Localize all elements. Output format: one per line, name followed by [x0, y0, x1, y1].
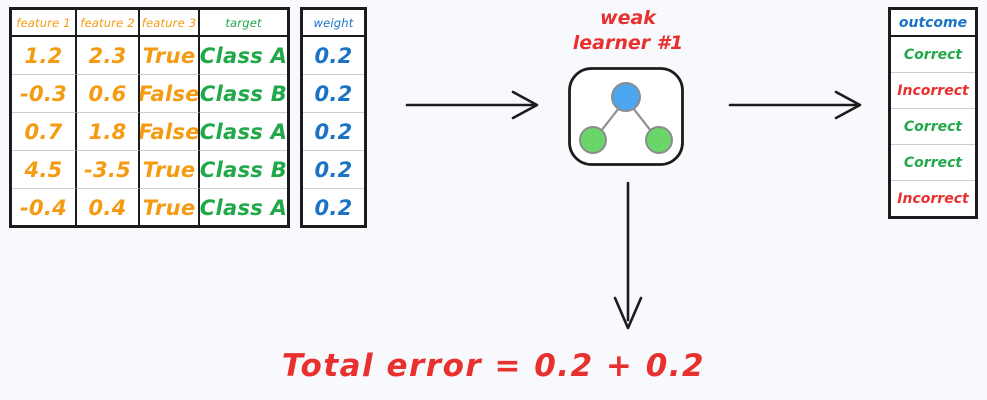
cell-weight: 0.2	[314, 196, 353, 220]
column-header-feature-3: feature 3	[140, 10, 200, 37]
cell-feature-3: True	[140, 37, 200, 75]
cell-feature-1: 0.7	[12, 113, 77, 151]
table-row: 0.2	[303, 151, 364, 189]
cell-outcome: Incorrect	[891, 73, 975, 109]
table-row: 0.2	[303, 189, 364, 227]
cell-target: Class B	[200, 151, 287, 189]
arrow-data-to-learner	[405, 90, 539, 120]
table-row: 4.5 -3.5 True Class B	[12, 151, 287, 189]
table-row: Correct	[891, 145, 975, 181]
column-header-feature-1: feature 1	[12, 10, 77, 37]
cell-weight: 0.2	[303, 151, 364, 189]
weak-learner-title-line-1: weak	[600, 7, 656, 29]
features-table: feature 1 feature 2 feature 3 target 1.2…	[9, 7, 290, 228]
cell-feature-3: False	[140, 75, 200, 113]
table-row: 0.2	[303, 113, 364, 151]
cell-target: Class A	[200, 113, 287, 151]
table-row: 1.2 2.3 True Class A	[12, 37, 287, 75]
decision-node-icon	[611, 82, 641, 112]
weight-header-row: weight	[303, 10, 364, 37]
column-header-weight: weight	[303, 10, 364, 37]
column-header-feature-2: feature 2	[77, 10, 140, 37]
table-row: Incorrect	[891, 73, 975, 109]
leaf-node-left-icon	[579, 126, 607, 154]
table-header-row: feature 1 feature 2 feature 3 target	[12, 10, 287, 37]
total-error-label: Total error = 0.2 + 0.2	[281, 348, 706, 384]
cell-weight: 0.2	[303, 37, 364, 75]
cell-outcome: Correct	[891, 145, 975, 181]
cell-feature-1: 4.5	[12, 151, 77, 189]
column-header-outcome: outcome	[891, 10, 975, 37]
cell-target: Class B	[200, 75, 287, 113]
table-row: 0.2	[303, 75, 364, 113]
cell-target: Class A	[200, 37, 287, 75]
outcome-table: outcome Correct Incorrect Correct Correc…	[888, 7, 978, 219]
table-row: Correct	[891, 37, 975, 73]
weak-learner-title-line-2: learner #1	[572, 32, 684, 54]
table-row: -0.4 0.4 True Class A	[12, 189, 287, 227]
arrow-learner-to-total-error	[613, 181, 643, 330]
cell-target: Class A	[200, 196, 287, 220]
table-row: Correct	[891, 109, 975, 145]
cell-feature-3: True	[140, 151, 200, 189]
cell-feature-1: -0.3	[12, 75, 77, 113]
cell-feature-2: 1.8	[77, 113, 140, 151]
table-row: 0.2	[303, 37, 364, 75]
weight-table: weight 0.2 0.2 0.2 0.2 0.2	[300, 7, 367, 228]
cell-feature-1: -0.4	[12, 189, 77, 227]
cell-outcome: Correct	[891, 109, 975, 145]
weak-learner-title: weak learner #1	[553, 6, 703, 56]
table-row: Incorrect	[891, 181, 975, 217]
cell-feature-2: 2.3	[77, 37, 140, 75]
outcome-header-row: outcome	[891, 10, 975, 37]
arrow-learner-to-outcome	[728, 90, 862, 120]
cell-feature-1: 1.2	[12, 37, 77, 75]
cell-outcome: Correct	[891, 37, 975, 73]
cell-weight: 0.2	[303, 113, 364, 151]
leaf-node-right-icon	[645, 126, 673, 154]
column-header-target: target	[200, 10, 287, 37]
cell-feature-2: 0.6	[77, 75, 140, 113]
table-row: -0.3 0.6 False Class B	[12, 75, 287, 113]
cell-feature-3: True	[140, 189, 200, 227]
cell-feature-2: -3.5	[77, 151, 140, 189]
weak-learner-node[interactable]	[567, 66, 685, 167]
table-row: 0.7 1.8 False Class A	[12, 113, 287, 151]
cell-weight: 0.2	[303, 75, 364, 113]
cell-feature-3: False	[140, 113, 200, 151]
cell-outcome: Incorrect	[897, 191, 969, 207]
cell-feature-2: 0.4	[77, 189, 140, 227]
